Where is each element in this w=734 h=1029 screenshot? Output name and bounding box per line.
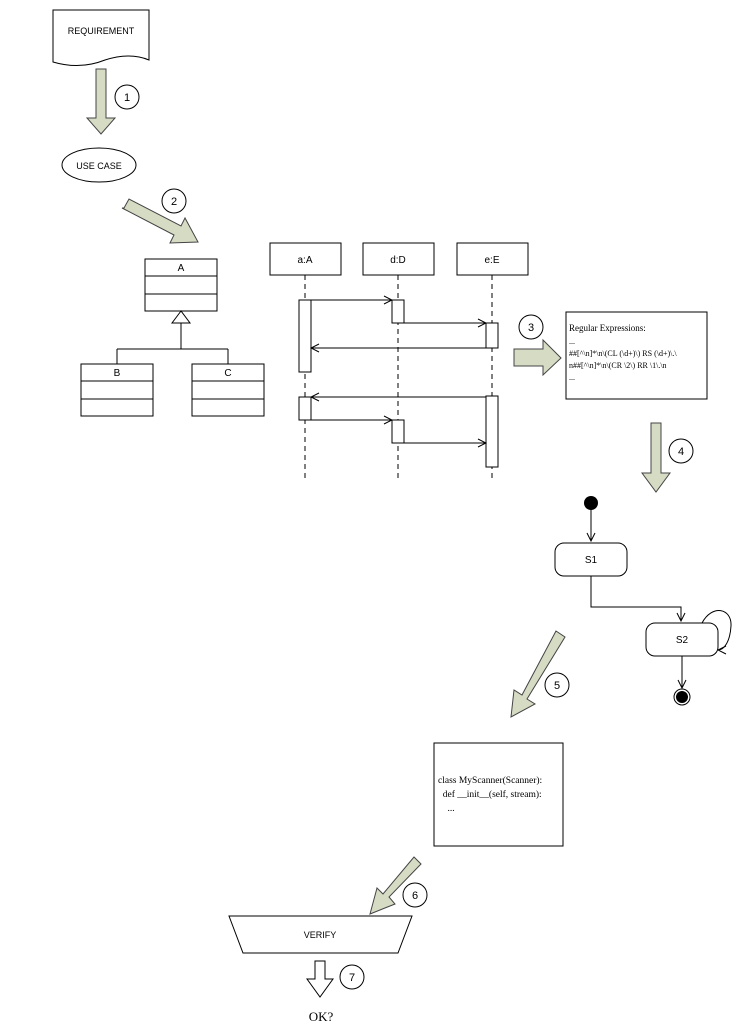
class-b-box — [80, 363, 154, 417]
step-arrow-6: 6 — [369, 856, 428, 915]
sequence-diagram: a:A d:D e:E — [269, 242, 529, 480]
verify-node: VERIFY — [228, 915, 413, 954]
step-arrow-5: 5 — [510, 630, 570, 718]
lifeline-d-head — [362, 242, 435, 276]
step-5-circle — [544, 672, 570, 698]
lifeline-e-label: e:E — [484, 255, 499, 266]
result-label: OK? — [309, 1009, 334, 1024]
arrow-1-shape — [85, 68, 117, 135]
requirement-label: REQUIREMENT — [68, 26, 135, 36]
code-box-frame — [433, 742, 564, 847]
class-b-label: B — [114, 368, 121, 379]
state-machine: S1 S2 — [554, 496, 732, 706]
use-case-ellipse — [61, 147, 137, 183]
step-5-label: 5 — [554, 680, 560, 692]
requirement-document: REQUIREMENT — [52, 9, 150, 66]
arrow-6-shape — [369, 856, 422, 915]
step-4-circle — [668, 438, 694, 464]
step-3-circle — [518, 314, 544, 340]
self-transition-s2 — [701, 610, 732, 650]
arrow-3-shape — [513, 338, 562, 377]
arrow-2-shape — [121, 198, 199, 244]
step-arrow-7: 7 — [306, 960, 365, 998]
code-box: class MyScanner(Scanner): def __init__(s… — [433, 742, 564, 847]
arrow-5-shape — [510, 630, 566, 718]
class-a-box — [144, 258, 218, 312]
activation-a-1 — [298, 299, 312, 373]
use-case-label: USE CASE — [76, 161, 122, 171]
use-case-node: USE CASE — [61, 147, 137, 183]
regex-line-1: Regular Expressions: — [569, 323, 646, 333]
step-1-label: 1 — [124, 92, 130, 104]
state-s2-label: S2 — [676, 635, 689, 646]
requirement-shape — [52, 9, 150, 66]
step-4-label: 4 — [678, 446, 684, 458]
state-s1: S1 — [554, 542, 628, 577]
step-3-label: 3 — [528, 322, 534, 334]
lifeline-a: a:A — [269, 242, 342, 480]
class-diagram: A B C — [80, 258, 265, 417]
regex-line-5: ... — [569, 373, 575, 382]
step-arrow-2: 2 — [121, 188, 199, 244]
step-arrow-4: 4 — [641, 422, 694, 493]
step-arrow-1: 1 — [85, 68, 140, 135]
code-line-1: class MyScanner(Scanner): — [438, 775, 542, 786]
arrow-7-shape — [306, 960, 334, 998]
lifeline-a-label: a:A — [297, 255, 312, 266]
class-a-label: A — [178, 263, 185, 274]
class-c-label: C — [224, 368, 231, 379]
step-7-circle — [339, 964, 365, 990]
state-s2: S2 — [645, 622, 719, 657]
final-state — [673, 688, 691, 706]
arrow-4-shape — [641, 422, 671, 493]
regex-line-4: n##[^\n]*\n\(CR \2\) RR \1\.\n — [569, 361, 667, 370]
regex-line-3: ##[^\n]*\n\(CL (\d+)\) RS (\d+)\.\ — [569, 349, 677, 358]
class-a: A — [144, 258, 218, 312]
regex-box-frame — [565, 311, 708, 400]
activation-d-1 — [391, 299, 405, 324]
initial-state — [584, 496, 598, 510]
class-c-box — [191, 363, 265, 417]
step-2-circle — [161, 188, 187, 214]
lifeline-d: d:D — [362, 242, 435, 480]
activation-d-2 — [391, 419, 405, 444]
verify-trapezoid — [228, 915, 413, 954]
activation-a-2 — [298, 396, 312, 421]
regex-box: Regular Expressions: ... ##[^\n]*\n\(CL … — [565, 311, 708, 400]
activation-e-1 — [485, 322, 499, 349]
step-6-label: 6 — [412, 890, 418, 902]
class-c: C — [191, 363, 265, 417]
step-6-circle — [402, 882, 428, 908]
state-s1-label: S1 — [585, 555, 598, 566]
step-1-circle — [114, 84, 140, 110]
step-7-label: 7 — [349, 972, 355, 984]
generalization-triangle — [171, 310, 191, 324]
transition-s1-s2 — [590, 576, 681, 621]
code-line-3: ... — [438, 804, 455, 814]
lifeline-a-head — [269, 242, 342, 276]
code-line-2: def __init__(self, stream): — [438, 789, 542, 800]
activation-e-2 — [485, 395, 499, 468]
step-arrow-3: 3 — [513, 314, 562, 377]
step-2-label: 2 — [171, 196, 177, 208]
verify-label: VERIFY — [304, 930, 337, 940]
lifeline-e: e:E — [456, 242, 529, 480]
lifeline-d-label: d:D — [390, 255, 406, 266]
class-b: B — [80, 363, 154, 417]
regex-line-2: ... — [569, 337, 575, 346]
